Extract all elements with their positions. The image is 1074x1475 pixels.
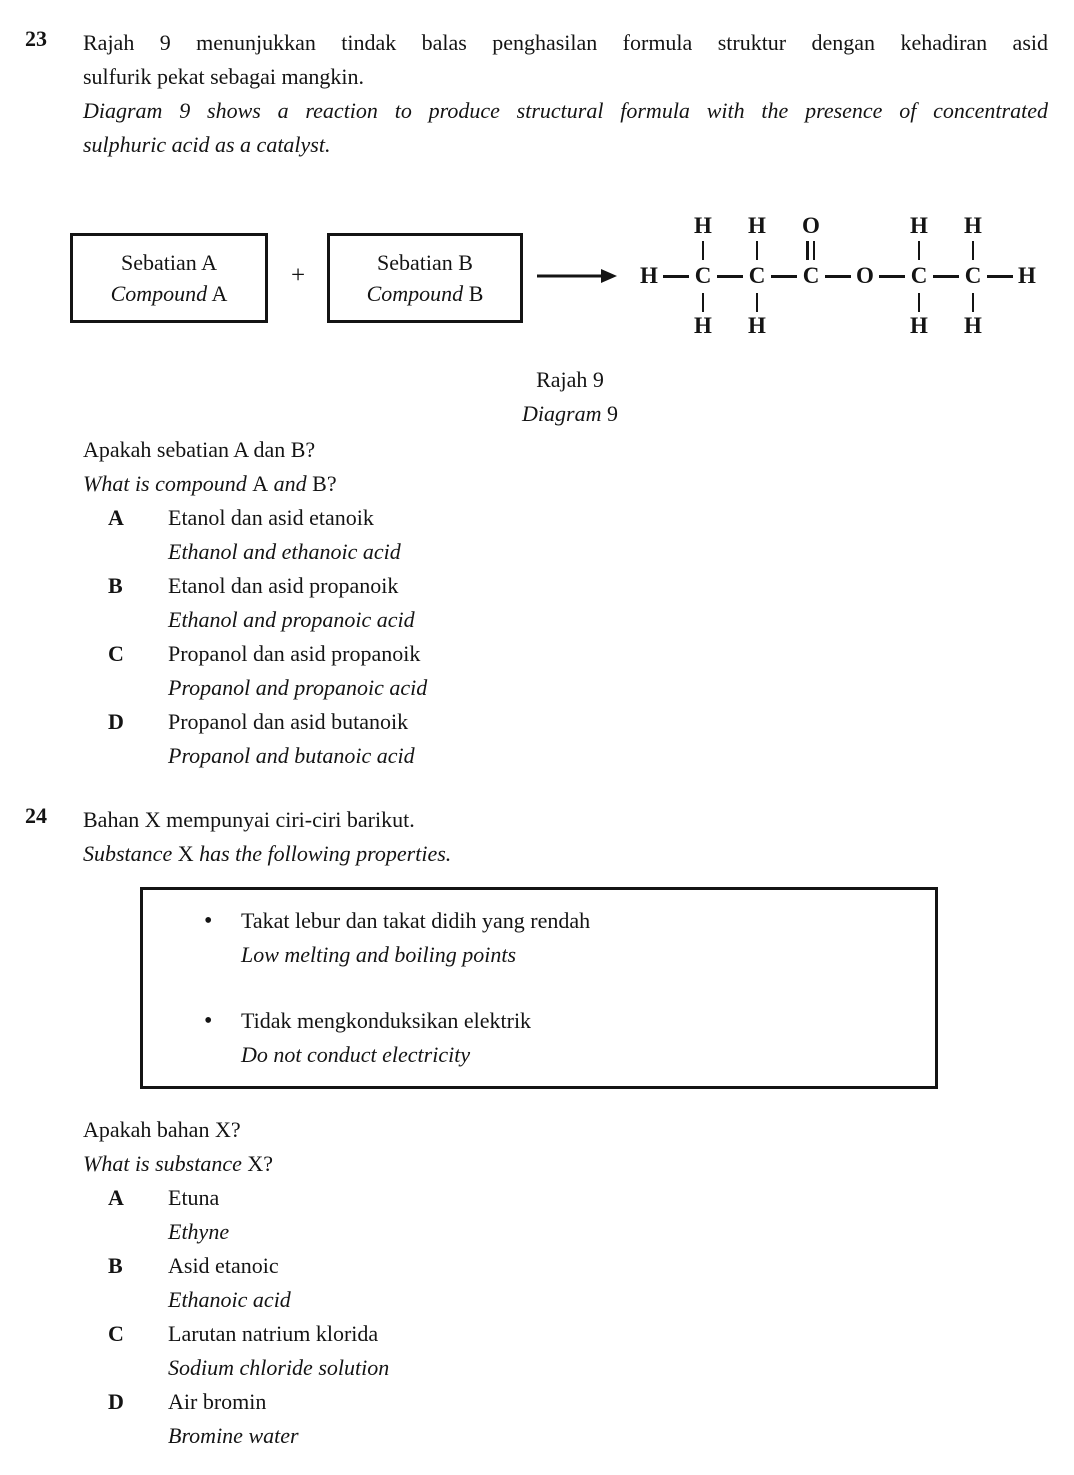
q24-intro-en: Substance X has the following properties… (83, 841, 452, 866)
option-letter: C (108, 1321, 124, 1346)
question-24: 24 Bahan X mempunyai ciri-ciri barikut. … (0, 773, 1074, 871)
property-en: Low melting and boiling points (241, 942, 517, 967)
option-text: Larutan natrium klorida Sodium chloride … (168, 1317, 389, 1385)
question-24-intro: Bahan X mempunyai ciri-ciri barikut. Sub… (83, 803, 1048, 871)
property-en: Do not conduct electricity (241, 1042, 471, 1067)
property-item-1: • Takat lebur dan takat didih yang renda… (143, 904, 935, 972)
option-text-en: Bromine water (168, 1423, 299, 1448)
option-text-en: Ethanol and propanoic acid (168, 607, 415, 632)
q23-option-d: D Propanol dan asid butanoik Propanol an… (25, 705, 1074, 773)
q24-option-a: A Etuna Ethyne (25, 1181, 1074, 1249)
q24-option-d: D Air bromin Bromine water (25, 1385, 1074, 1453)
compound-b-label-en: Compound B (366, 281, 484, 306)
option-letter: A (108, 1185, 124, 1210)
question-24-options: A Etuna Ethyne B Asid etanoic Ethanoic a… (25, 1181, 1074, 1453)
question-23-prompt-my: Apakah sebatian A dan B? (83, 437, 316, 462)
question-23: 23 Rajah 9 menunjukkan tindak balas peng… (0, 0, 1074, 162)
q24-option-c: C Larutan natrium klorida Sodium chlorid… (25, 1317, 1074, 1385)
intro-line-en-2: sulphuric acid as a catalyst. (83, 132, 331, 157)
caption-en: Diagram 9 (522, 401, 618, 426)
question-24-number: 24 (25, 803, 47, 828)
option-text-en: Propanol and propanoic acid (168, 675, 428, 700)
option-text-en: Ethyne (168, 1219, 230, 1244)
option-text-my: Etuna (168, 1185, 220, 1210)
compound-b-label-my: Sebatian B (377, 250, 473, 275)
diagram-caption: Rajah 9 Diagram 9 (300, 363, 840, 431)
q24-option-b: B Asid etanoic Ethanoic acid (25, 1249, 1074, 1317)
question-23-prompt-en: What is compound A and B? (83, 471, 337, 496)
option-text: Etanol dan asid propanoik Ethanol and pr… (168, 569, 415, 637)
property-gap (143, 972, 935, 1004)
caption-my: Rajah 9 (536, 367, 604, 392)
compound-b-box: Sebatian B Compound B (327, 233, 523, 323)
option-text-my: Air bromin (168, 1389, 267, 1414)
property-text: Tidak mengkonduksikan elektrik Do not co… (241, 1004, 531, 1072)
option-text-my: Etanol dan asid propanoik (168, 573, 399, 598)
option-text-en: Ethanol and ethanoic acid (168, 539, 401, 564)
plus-sign: + (290, 262, 306, 289)
question-23-prompt: Apakah sebatian A dan B? What is compoun… (83, 433, 1074, 501)
option-text: Propanol dan asid butanoik Propanol and … (168, 705, 415, 773)
properties-box: • Takat lebur dan takat didih yang renda… (140, 887, 938, 1089)
option-letter: B (108, 1253, 123, 1278)
question-24-prompt-en: What is substance X? (83, 1151, 274, 1176)
option-text: Air bromin Bromine water (168, 1385, 299, 1453)
intro-line-en-1: Diagram 9 shows a reaction to produce st… (83, 98, 1048, 123)
property-text: Takat lebur dan takat didih yang rendah … (241, 904, 590, 972)
option-text-en: Propanol and butanoic acid (168, 743, 415, 768)
reaction-diagram: Sebatian A Compound A + Sebatian B Compo… (0, 193, 1074, 343)
option-text-my: Etanol dan asid etanoik (168, 505, 374, 530)
option-text-my: Propanol dan asid butanoik (168, 709, 409, 734)
question-23-intro: Rajah 9 menunjukkan tindak balas penghas… (83, 26, 1048, 162)
option-text: Etuna Ethyne (168, 1181, 229, 1249)
intro-line-my-2: sulfurik pekat sebagai mangkin. (83, 64, 365, 89)
property-my: Takat lebur dan takat didih yang rendah (241, 908, 591, 933)
q24-intro-my: Bahan X mempunyai ciri-ciri barikut. (83, 807, 415, 832)
compound-a-label-en: Compound A (110, 281, 228, 306)
option-letter: A (108, 505, 124, 530)
intro-line-my-1: Rajah 9 menunjukkan tindak balas penghas… (83, 30, 1048, 55)
option-text: Etanol dan asid etanoik Ethanol and etha… (168, 501, 401, 569)
option-text: Propanol dan asid propanoik Propanol and… (168, 637, 427, 705)
compound-a-box: Sebatian A Compound A (70, 233, 268, 323)
option-text-my: Larutan natrium klorida (168, 1321, 379, 1346)
option-letter: D (108, 709, 124, 734)
q23-option-c: C Propanol dan asid propanoik Propanol a… (25, 637, 1074, 705)
question-23-options: A Etanol dan asid etanoik Ethanol and et… (25, 501, 1074, 773)
property-item-2: • Tidak mengkonduksikan elektrik Do not … (143, 1004, 935, 1072)
q23-option-a: A Etanol dan asid etanoik Ethanol and et… (25, 501, 1074, 569)
option-letter: D (108, 1389, 124, 1414)
option-letter: C (108, 641, 124, 666)
bullet-icon: • (204, 908, 213, 934)
question-24-prompt-my: Apakah bahan X? (83, 1117, 241, 1142)
compound-a-label-my: Sebatian A (121, 250, 217, 275)
option-text-my: Asid etanoic (168, 1253, 279, 1278)
bullet-icon: • (204, 1008, 213, 1034)
property-my: Tidak mengkonduksikan elektrik (241, 1008, 532, 1033)
question-23-number: 23 (25, 26, 47, 51)
question-24-prompt: Apakah bahan X? What is substance X? (83, 1113, 1074, 1181)
q23-option-b: B Etanol dan asid propanoik Ethanol and … (25, 569, 1074, 637)
option-text: Asid etanoic Ethanoic acid (168, 1249, 291, 1317)
option-text-en: Ethanoic acid (168, 1287, 291, 1312)
reaction-arrow-icon (537, 269, 617, 283)
option-text-my: Propanol dan asid propanoik (168, 641, 421, 666)
option-letter: B (108, 573, 123, 598)
option-text-en: Sodium chloride solution (168, 1355, 390, 1380)
